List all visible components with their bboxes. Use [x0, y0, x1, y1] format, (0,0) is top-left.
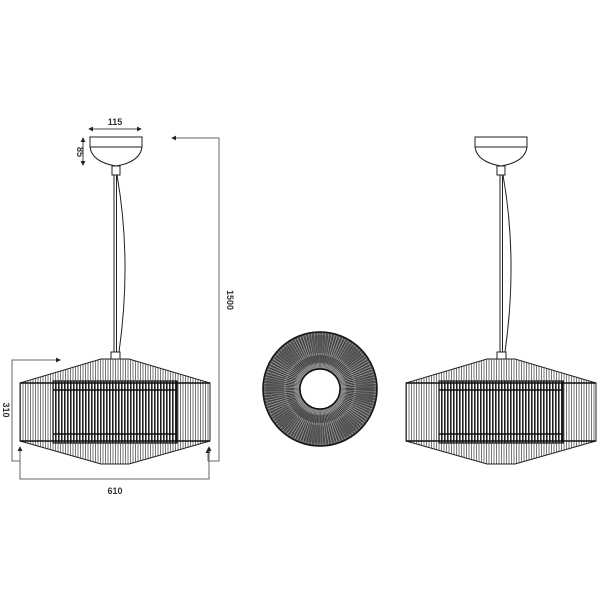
bottom-view [262, 331, 378, 447]
svg-text:1500: 1500 [225, 290, 235, 310]
dimension-shade-width: 610 [17, 446, 212, 496]
right-elevation-view [405, 136, 597, 465]
cable-right [502, 174, 512, 353]
cable-left [116, 174, 126, 353]
svg-text:85: 85 [75, 147, 85, 157]
dimension-canopy-height: 85 [75, 137, 86, 166]
canopy-left [89, 136, 143, 176]
dimension-canopy-width: 115 [88, 117, 142, 132]
canopy-right [474, 136, 528, 176]
svg-text:610: 610 [107, 486, 122, 496]
dimension-shade-height: 310 [1, 357, 61, 462]
shade-right [405, 358, 597, 465]
svg-text:310: 310 [1, 402, 11, 417]
left-elevation-view: 115 85 1500 310 610 [1, 117, 235, 496]
shade-left [19, 358, 211, 465]
svg-text:115: 115 [108, 117, 123, 127]
